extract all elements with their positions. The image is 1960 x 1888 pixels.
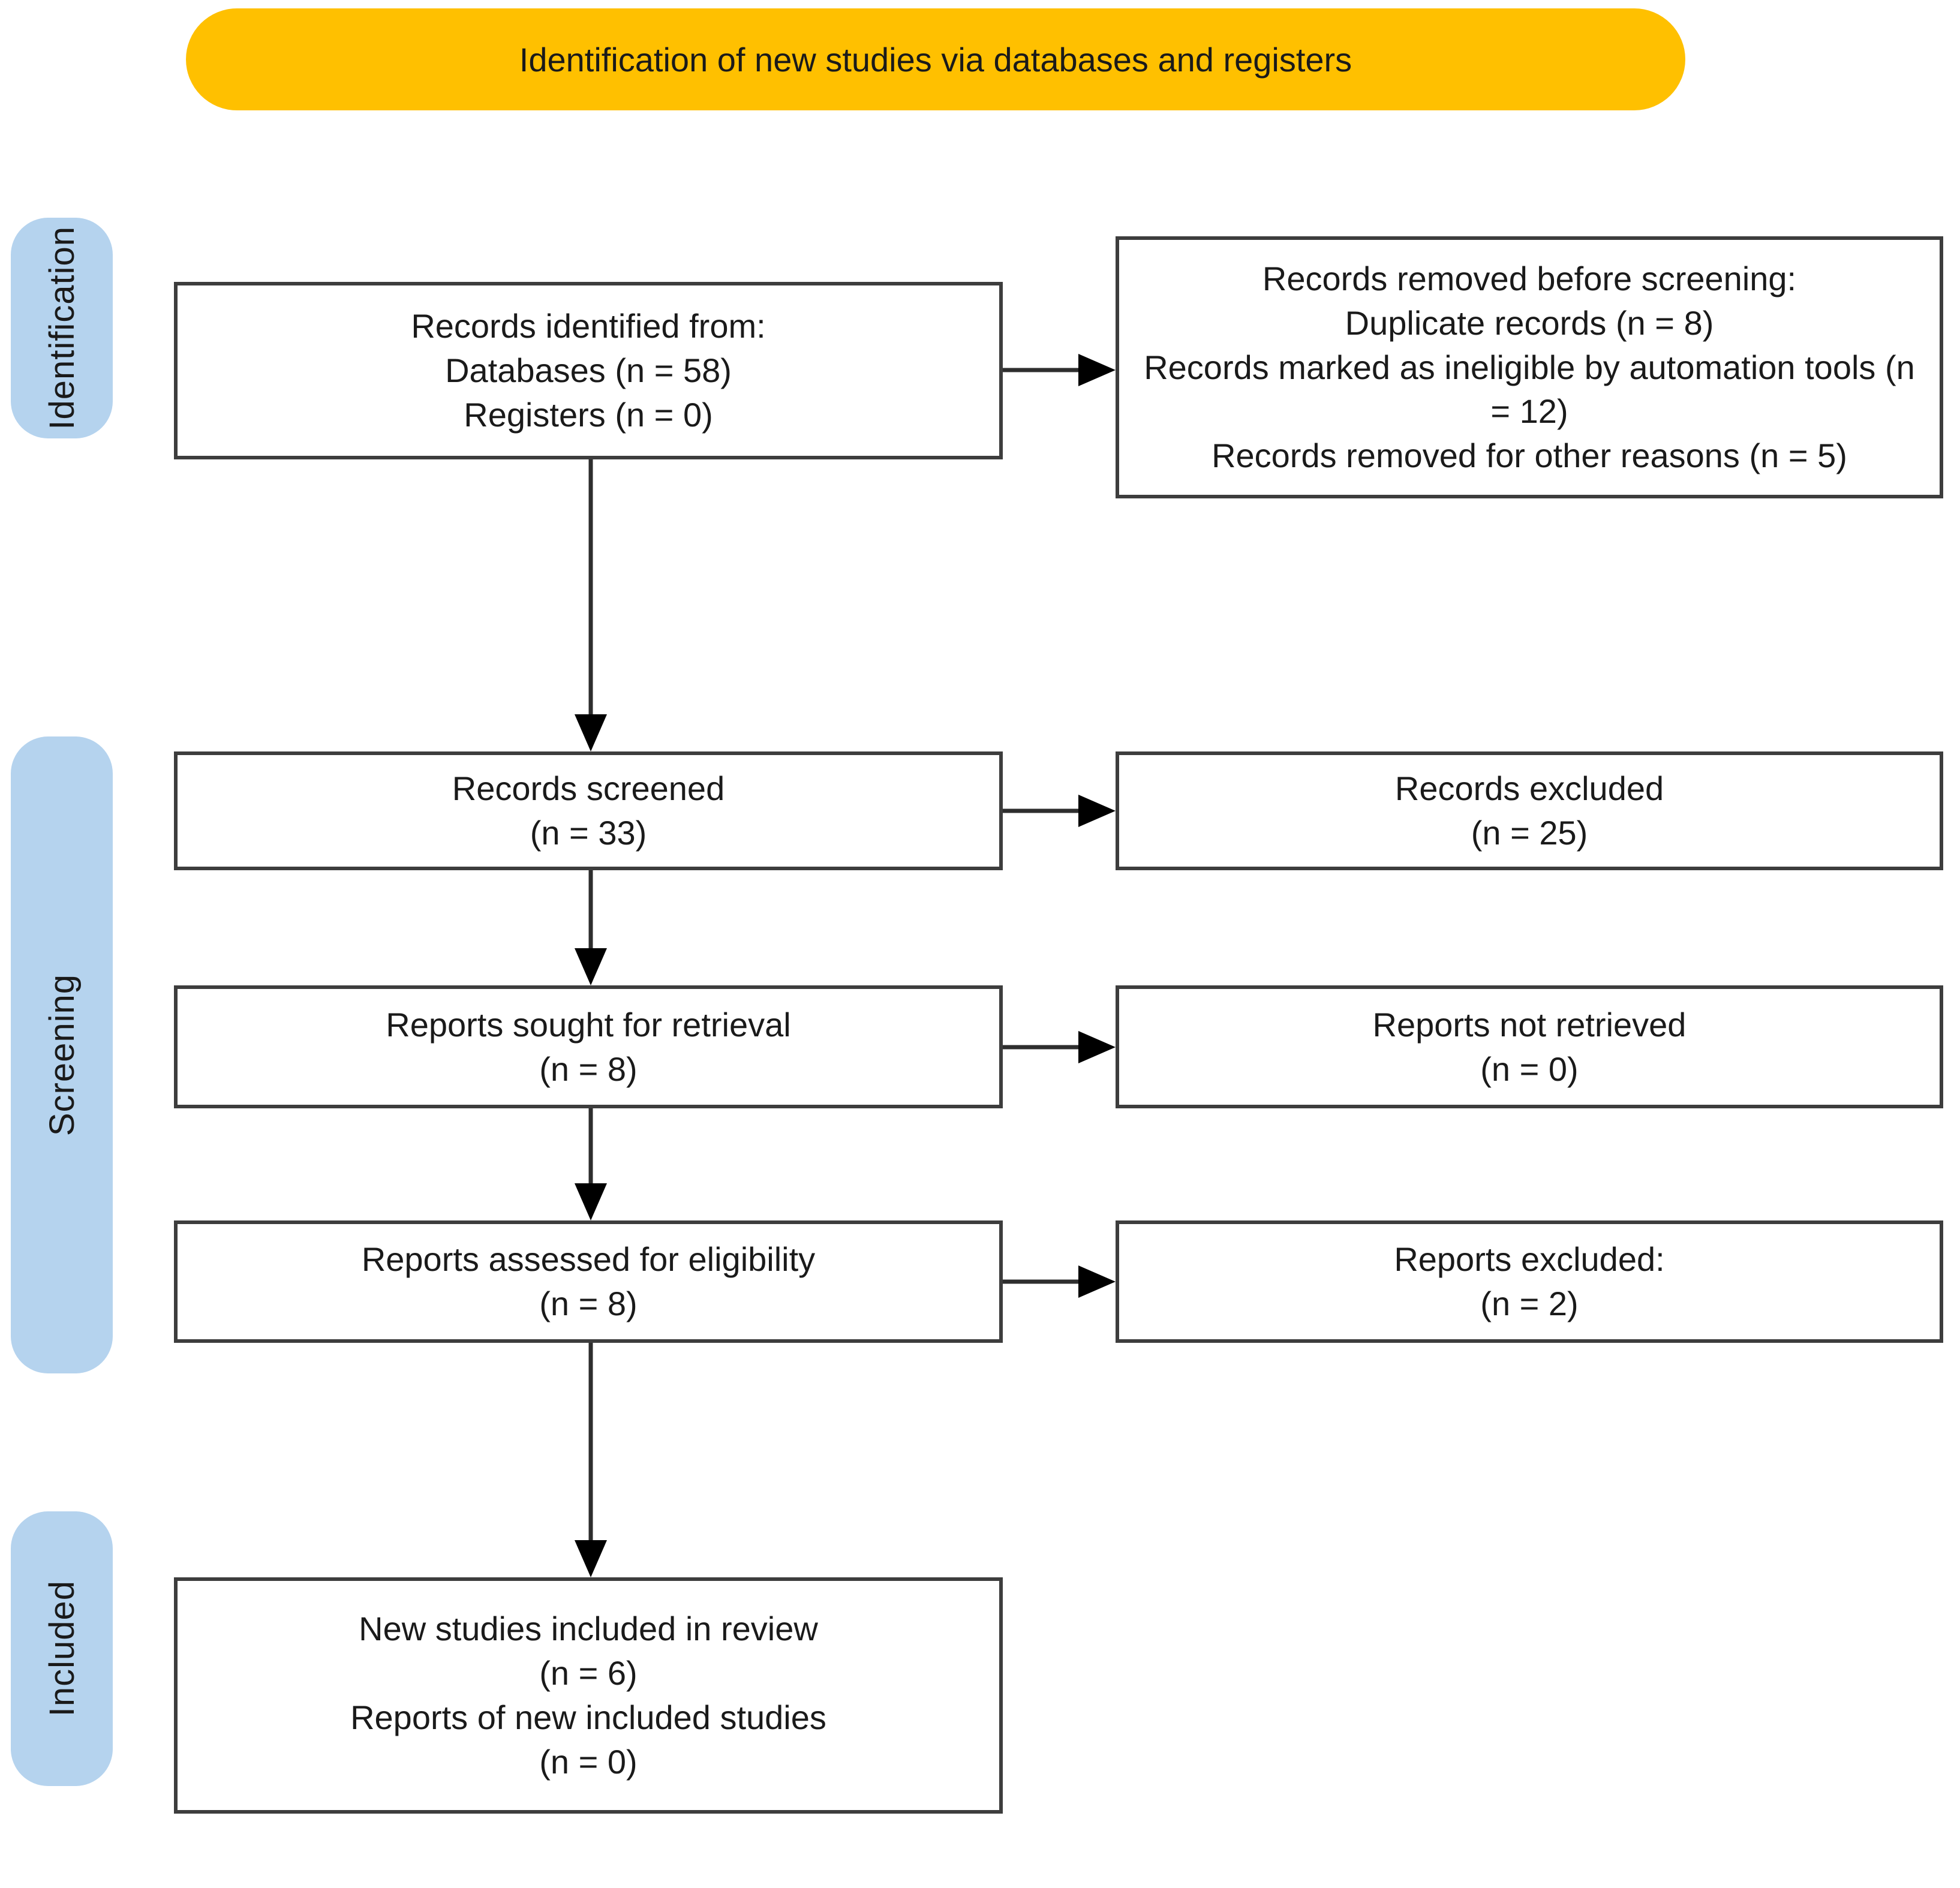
- arrow-sought-to-not-retrieved: [1003, 1031, 1116, 1063]
- banner-title: Identification of new studies via databa…: [519, 40, 1352, 79]
- box-reports-sought: Reports sought for retrieval (n = 8): [174, 985, 1003, 1108]
- arrow-assessed-to-included: [575, 1343, 607, 1577]
- stage-screening-label: Screening: [42, 973, 82, 1137]
- box-reports-not-retrieved: Reports not retrieved (n = 0): [1116, 985, 1943, 1108]
- box-records-screened: Records screened (n = 33): [174, 751, 1003, 870]
- box-new-studies-included-text: New studies included in review (n = 6) R…: [350, 1610, 826, 1781]
- box-new-studies-included: New studies included in review (n = 6) R…: [174, 1577, 1003, 1814]
- box-records-removed-text: Records removed before screening: Duplic…: [1144, 259, 1915, 475]
- box-records-screened-text: Records screened (n = 33): [452, 769, 725, 852]
- arrow-assessed-to-reports-excluded: [1003, 1265, 1116, 1298]
- arrow-screened-to-sought: [575, 870, 607, 985]
- arrow-identified-to-removed: [1003, 354, 1116, 386]
- box-reports-not-retrieved-text: Reports not retrieved (n = 0): [1372, 1005, 1687, 1088]
- stage-identification-label: Identification: [42, 226, 82, 430]
- banner: Identification of new studies via databa…: [186, 8, 1685, 110]
- box-records-excluded-text: Records excluded (n = 25): [1394, 769, 1664, 852]
- box-records-identified: Records identified from: Databases (n = …: [174, 282, 1003, 459]
- box-records-identified-text: Records identified from: Databases (n = …: [411, 307, 766, 434]
- box-reports-excluded-text: Reports excluded: (n = 2): [1394, 1240, 1665, 1322]
- box-reports-sought-text: Reports sought for retrieval (n = 8): [386, 1005, 791, 1088]
- box-records-removed: Records removed before screening: Duplic…: [1116, 236, 1943, 498]
- box-reports-assessed: Reports assessed for eligibility (n = 8): [174, 1220, 1003, 1343]
- box-records-excluded: Records excluded (n = 25): [1116, 751, 1943, 870]
- stage-included: Included: [11, 1511, 113, 1786]
- box-reports-assessed-text: Reports assessed for eligibility (n = 8): [361, 1240, 816, 1322]
- stage-screening: Screening: [11, 736, 113, 1373]
- arrow-screened-to-excluded: [1003, 795, 1116, 827]
- stage-identification: Identification: [11, 218, 113, 438]
- box-reports-excluded: Reports excluded: (n = 2): [1116, 1220, 1943, 1343]
- arrow-sought-to-assessed: [575, 1108, 607, 1220]
- arrow-identified-to-screened: [575, 459, 607, 751]
- stage-included-label: Included: [42, 1580, 82, 1717]
